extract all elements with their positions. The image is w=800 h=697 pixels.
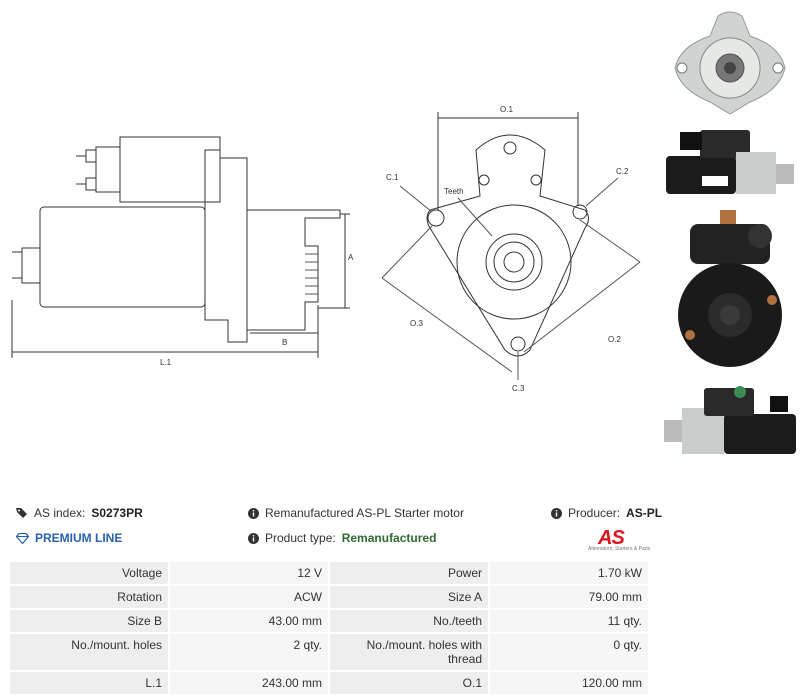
spec-value: 243.00 mm xyxy=(170,672,330,694)
logo-mark: AS xyxy=(598,527,625,549)
spec-value: 2 qty. xyxy=(170,634,330,670)
spec-value: 12 V xyxy=(170,562,330,584)
mount-hole-c3 xyxy=(510,336,526,352)
spec-value: 0 qty. xyxy=(490,634,650,670)
label-c2: C.2 xyxy=(616,167,629,176)
spec-label: O.1 xyxy=(330,672,490,694)
label-o1: O.1 xyxy=(500,105,513,114)
info-icon xyxy=(248,507,259,519)
label-l1: L.1 xyxy=(160,358,172,367)
flange-outline xyxy=(426,134,589,357)
table-row: Voltage 12 V Power 1.70 kW xyxy=(10,562,650,584)
mount-hole-c1 xyxy=(427,209,445,227)
specs-table: Voltage 12 V Power 1.70 kW Rotation ACW … xyxy=(10,560,650,696)
spec-label: No./mount. holes with thread xyxy=(330,634,490,670)
table-row: No./mount. holes 2 qty. No./mount. holes… xyxy=(10,634,650,670)
label-o3: O.3 xyxy=(410,319,423,328)
technical-drawing: L.1 A B O.1 O.2 O.3 C.1 C.2 C.3 Teeth xyxy=(11,105,641,393)
product-photos xyxy=(660,0,800,460)
diamond-icon xyxy=(16,532,29,544)
spec-label: Rotation xyxy=(10,586,170,608)
photo-side-view-2[interactable] xyxy=(660,382,800,460)
label-o2: O.2 xyxy=(608,335,621,344)
table-row: Rotation ACW Size A 79.00 mm xyxy=(10,586,650,608)
label-size-a: A xyxy=(348,253,354,262)
spec-label: Size B xyxy=(10,610,170,632)
info-icon xyxy=(551,507,562,519)
premium-line-row: PREMIUM LINE xyxy=(16,531,122,545)
product-type-label: Product type: xyxy=(265,531,336,545)
label-teeth: Teeth xyxy=(444,187,464,196)
spec-label: Size A xyxy=(330,586,490,608)
label-c1: C.1 xyxy=(386,173,399,182)
producer-label: Producer: xyxy=(568,506,621,520)
as-index-label: AS index: xyxy=(34,506,86,520)
info-icon xyxy=(248,532,259,544)
as-pl-logo: AS Alternators, Starters & Parts xyxy=(588,527,651,553)
table-row: Size B 43.00 mm No./teeth 11 qty. xyxy=(10,610,650,632)
mount-hole-c2 xyxy=(572,204,588,220)
producer-row: Producer: AS-PL xyxy=(551,506,662,520)
as-index-row: AS index: S0273PR xyxy=(16,506,143,520)
spec-value: 1.70 kW xyxy=(490,562,650,584)
label-size-b: B xyxy=(282,338,287,347)
spec-label: Voltage xyxy=(10,562,170,584)
as-index-value: S0273PR xyxy=(91,506,143,520)
premium-line-label: PREMIUM LINE xyxy=(35,531,123,545)
product-type-row: Product type: Remanufactured xyxy=(248,531,436,545)
tag-icon xyxy=(16,507,28,519)
label-c3: C.3 xyxy=(512,384,525,393)
motor-body-outline xyxy=(39,206,206,308)
spec-label: No./teeth xyxy=(330,610,490,632)
table-row: L.1 243.00 mm O.1 120.00 mm xyxy=(10,672,650,694)
photo-rear-view[interactable] xyxy=(660,210,800,375)
spec-value: 11 qty. xyxy=(490,610,650,632)
logo-tagline: Alternators, Starters & Parts xyxy=(588,546,651,552)
spec-label: L.1 xyxy=(10,672,170,694)
product-description: Remanufactured AS-PL Starter motor xyxy=(265,506,464,520)
spec-value: 120.00 mm xyxy=(490,672,650,694)
spec-value: ACW xyxy=(170,586,330,608)
producer-value: AS-PL xyxy=(626,506,663,520)
spec-value: 79.00 mm xyxy=(490,586,650,608)
photo-front-view[interactable] xyxy=(660,6,800,116)
spec-label: Power xyxy=(330,562,490,584)
spec-label: No./mount. holes xyxy=(10,634,170,670)
description-row: Remanufactured AS-PL Starter motor xyxy=(248,506,464,520)
spec-value: 43.00 mm xyxy=(170,610,330,632)
product-type-value: Remanufactured xyxy=(341,531,437,545)
photo-side-view-1[interactable] xyxy=(660,122,800,202)
